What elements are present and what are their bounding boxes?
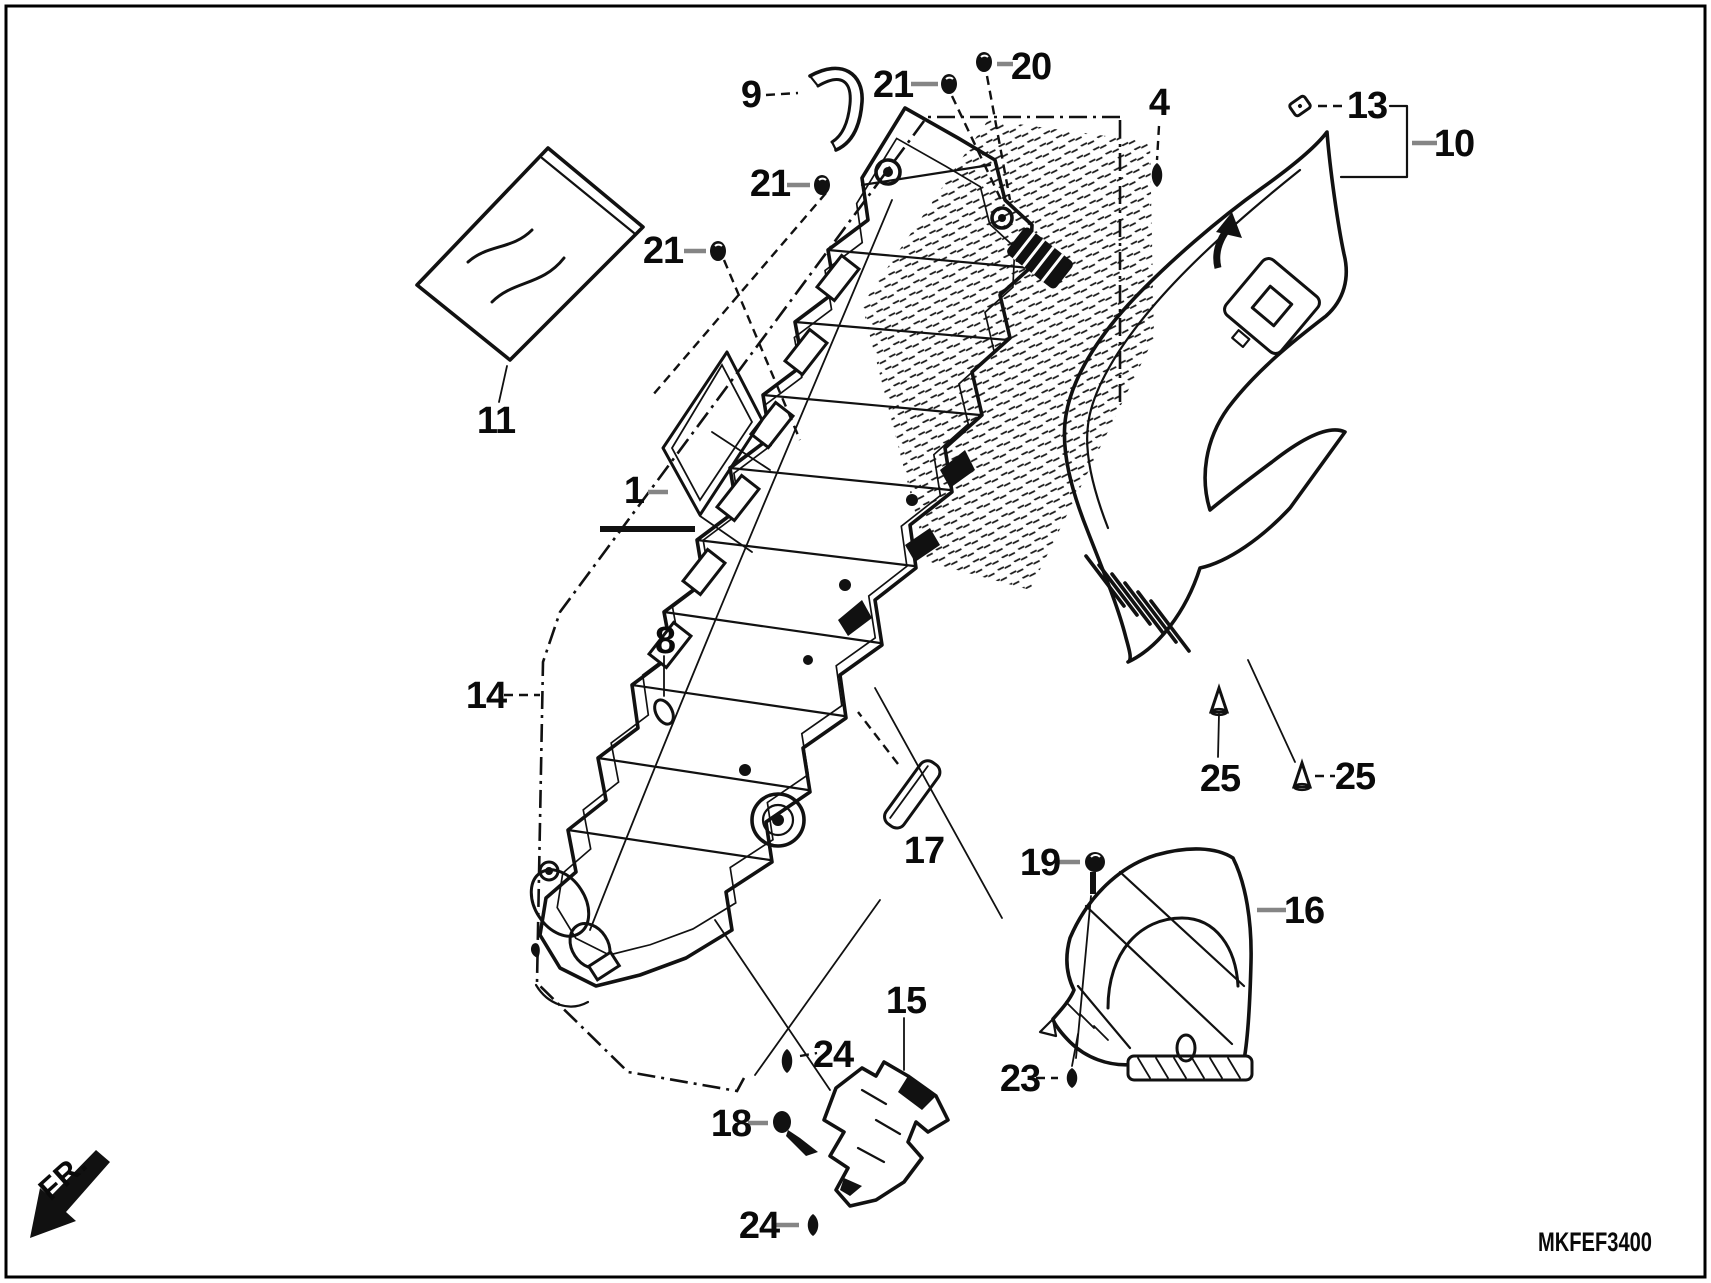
fender-cross-ribs bbox=[566, 163, 1032, 862]
front-arrow-icon bbox=[30, 1150, 110, 1238]
part-17-strip bbox=[857, 711, 942, 830]
callout-20: 20 bbox=[1011, 46, 1051, 88]
callout-24-2: 24 bbox=[739, 1205, 780, 1247]
callout-16: 16 bbox=[1284, 890, 1324, 932]
part-1-lid bbox=[600, 350, 771, 553]
callout-18: 18 bbox=[711, 1103, 751, 1145]
clip-25a bbox=[1208, 683, 1230, 717]
callout-17: 17 bbox=[904, 830, 944, 872]
label-10-bracket bbox=[1339, 104, 1409, 179]
callout-8: 8 bbox=[655, 620, 675, 662]
leader-lines bbox=[504, 61, 1437, 1228]
callout-14: 14 bbox=[466, 675, 507, 717]
hatch-shading-region bbox=[862, 120, 1154, 590]
panel-square-detail bbox=[1223, 257, 1321, 355]
bolt-19 bbox=[1085, 852, 1105, 894]
hugger-lip-hatch bbox=[1065, 1001, 1241, 1079]
bolt-18 bbox=[773, 1111, 818, 1156]
clip-25b bbox=[1291, 758, 1313, 792]
callout-23: 23 bbox=[1000, 1058, 1040, 1100]
callout-24: 24 bbox=[813, 1034, 854, 1076]
fender-front-cluster bbox=[529, 860, 622, 1008]
grommet-23 bbox=[1066, 1068, 1078, 1088]
diagram-code: MKFEF3400 bbox=[1538, 1227, 1652, 1257]
callout-21: 21 bbox=[873, 64, 914, 106]
callout-13: 13 bbox=[1347, 85, 1387, 127]
fender-dark-details bbox=[739, 450, 975, 776]
callout-15: 15 bbox=[886, 980, 927, 1022]
bolt-21c bbox=[710, 241, 726, 261]
callout-1: 1 bbox=[624, 470, 645, 512]
fender-top-bosses bbox=[874, 158, 1073, 289]
bolt-21b bbox=[814, 175, 830, 195]
part-10-panel bbox=[1062, 130, 1349, 664]
bolt-20 bbox=[976, 52, 992, 72]
callout-21-2: 21 bbox=[750, 163, 791, 205]
callout-11: 11 bbox=[477, 400, 516, 442]
part-11-sheet bbox=[415, 146, 645, 403]
callout-4: 4 bbox=[1149, 82, 1170, 124]
callout-21-3: 21 bbox=[643, 230, 684, 272]
bolt-21a bbox=[941, 74, 957, 94]
part-15-bracket bbox=[822, 1060, 950, 1208]
panel-molded-arrow bbox=[1213, 212, 1242, 269]
panel-stripes bbox=[1084, 554, 1191, 653]
grommet-24a bbox=[781, 1049, 793, 1073]
callout-25: 25 bbox=[1200, 758, 1241, 800]
callout-25-2: 25 bbox=[1335, 756, 1376, 798]
callout-9: 9 bbox=[741, 74, 761, 116]
part-1-underline bbox=[600, 526, 695, 532]
fasteners bbox=[653, 52, 1313, 1236]
rear-fender-assembly-art bbox=[529, 106, 1073, 1008]
shock-coil bbox=[1007, 227, 1073, 289]
grommet-4 bbox=[1151, 163, 1163, 187]
clip-13 bbox=[1288, 94, 1312, 118]
grommet-24b bbox=[807, 1214, 819, 1236]
page-border bbox=[4, 4, 1707, 1279]
assembly-boundary-outline bbox=[535, 115, 1122, 1093]
fender-round-boss bbox=[750, 792, 806, 848]
callout-10: 10 bbox=[1434, 123, 1474, 165]
grommet-8 bbox=[653, 698, 675, 726]
fender-pockets bbox=[646, 253, 862, 670]
part-16-hugger bbox=[1038, 847, 1254, 1082]
callout-19: 19 bbox=[1020, 842, 1060, 884]
part-9-strap bbox=[765, 66, 864, 152]
